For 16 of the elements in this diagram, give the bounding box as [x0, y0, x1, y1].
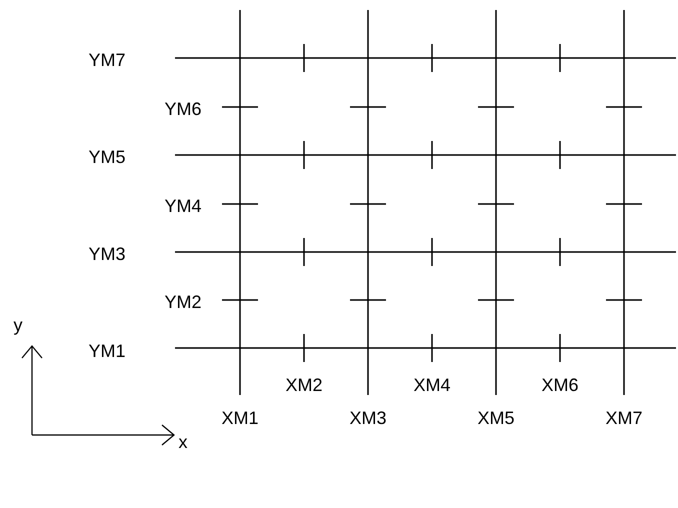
grid-label: XM4 [414, 376, 450, 394]
grid-label: YM5 [88, 148, 126, 166]
grid-label: YM6 [164, 100, 202, 118]
grid-label: XM2 [286, 376, 322, 394]
grid-label: XM1 [222, 409, 258, 427]
grid-label: y [14, 316, 22, 334]
grid-label: XM7 [606, 409, 642, 427]
grid-label: YM7 [88, 51, 126, 69]
grid-label: XM6 [542, 376, 578, 394]
grid-label: XM3 [350, 409, 386, 427]
grid-label: YM1 [88, 342, 126, 360]
grid-label: YM3 [88, 245, 126, 263]
grid-label: x [178, 433, 188, 451]
grid-label: YM4 [164, 197, 202, 215]
grid-label: YM2 [164, 293, 202, 311]
grid-label: XM5 [478, 409, 514, 427]
